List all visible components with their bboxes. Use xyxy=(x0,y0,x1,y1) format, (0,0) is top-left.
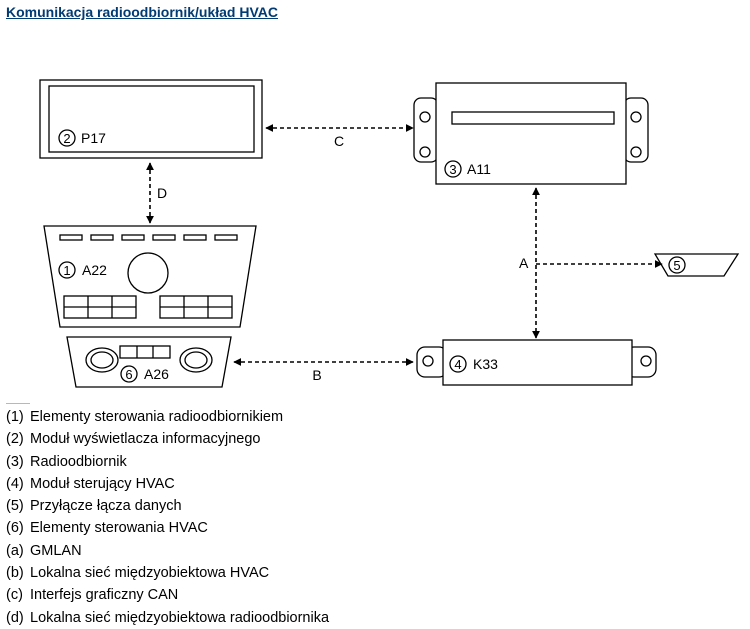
legend-key: (b) xyxy=(6,565,24,582)
component-num: 1 xyxy=(63,263,70,278)
component-code: A11 xyxy=(467,161,491,177)
legend-key: (4) xyxy=(6,475,24,492)
page-title: Komunikacja radioodbiornik/układ HVAC xyxy=(6,4,279,20)
legend-key: (6) xyxy=(6,520,24,537)
data-link-connector: 5 xyxy=(653,253,740,277)
radio-receiver-a11: 3 A11 xyxy=(413,82,649,185)
legend-item: (b) Lokalna sieć międzyobiektowa HVAC xyxy=(6,562,329,584)
component-code: K33 xyxy=(473,356,498,372)
legend-text: Moduł sterujący HVAC xyxy=(30,475,175,492)
legend-list: (1) Elementy sterowania radioodbiornikiem… xyxy=(6,406,329,629)
legend-key: (c) xyxy=(6,587,23,604)
legend-text: Lokalna sieć międzyobiektowa HVAC xyxy=(30,565,270,582)
legend-key: (1) xyxy=(6,409,24,425)
legend-item: (4) Moduł sterujący HVAC xyxy=(6,473,329,495)
link-label-a: A xyxy=(519,255,529,271)
legend-text: GMLAN xyxy=(30,542,82,559)
hvac-controls-a26: 6 A26 xyxy=(66,336,232,388)
legend-text: Lokalna sieć międzyobiektowa radioodbior… xyxy=(30,609,330,626)
component-code: A26 xyxy=(144,366,169,382)
radio-controls-a22: 1 A22 xyxy=(43,225,257,328)
hvac-module-k33: 4 K33 xyxy=(416,339,657,386)
legend-key: (5) xyxy=(6,498,24,515)
legend-key: (3) xyxy=(6,453,24,470)
hvac-radio-diagram: 2 P17 3 A11 1 A22 xyxy=(39,79,740,388)
legend-divider xyxy=(6,403,30,404)
legend-item: (5) Przyłącze łącza danych xyxy=(6,495,329,517)
link-label-c: C xyxy=(334,133,344,149)
component-code: A22 xyxy=(82,262,107,278)
component-code: P17 xyxy=(81,130,106,146)
legend-item: (3) Radioodbiornik xyxy=(6,451,329,473)
component-num: 6 xyxy=(125,367,132,382)
component-num: 4 xyxy=(454,357,461,372)
legend-item: (d) Lokalna sieć międzyobiektowa radioodb… xyxy=(6,607,329,629)
legend-item: (a) GMLAN xyxy=(6,540,329,562)
link-label-d: D xyxy=(157,185,167,201)
legend-key: (d) xyxy=(6,609,24,626)
legend-text: Przyłącze łącza danych xyxy=(30,498,182,515)
legend-item: (2) Moduł wyświetlacza informacyjnego xyxy=(6,428,329,450)
legend-text: Moduł wyświetlacza informacyjnego xyxy=(30,431,261,448)
legend-text: Elementy sterowania HVAC xyxy=(30,520,208,537)
component-num: 3 xyxy=(449,162,456,177)
legend-key: (2) xyxy=(6,431,24,448)
legend-text: Radioodbiornik xyxy=(30,453,127,470)
legend-item: (6) Elementy sterowania HVAC xyxy=(6,517,329,539)
legend-text: Interfejs graficzny CAN xyxy=(30,587,179,604)
legend-key: (a) xyxy=(6,542,24,559)
component-num: 2 xyxy=(63,131,70,146)
legend-text: Elementy sterowania radioodbiornikiem xyxy=(30,409,284,425)
legend-item: (1) Elementy sterowania radioodbiornikiem xyxy=(6,406,329,428)
link-label-b: B xyxy=(312,367,321,383)
display-module-p17: 2 P17 xyxy=(39,79,263,159)
component-num: 5 xyxy=(673,258,680,273)
legend-item: (c) Interfejs graficzny CAN xyxy=(6,584,329,606)
